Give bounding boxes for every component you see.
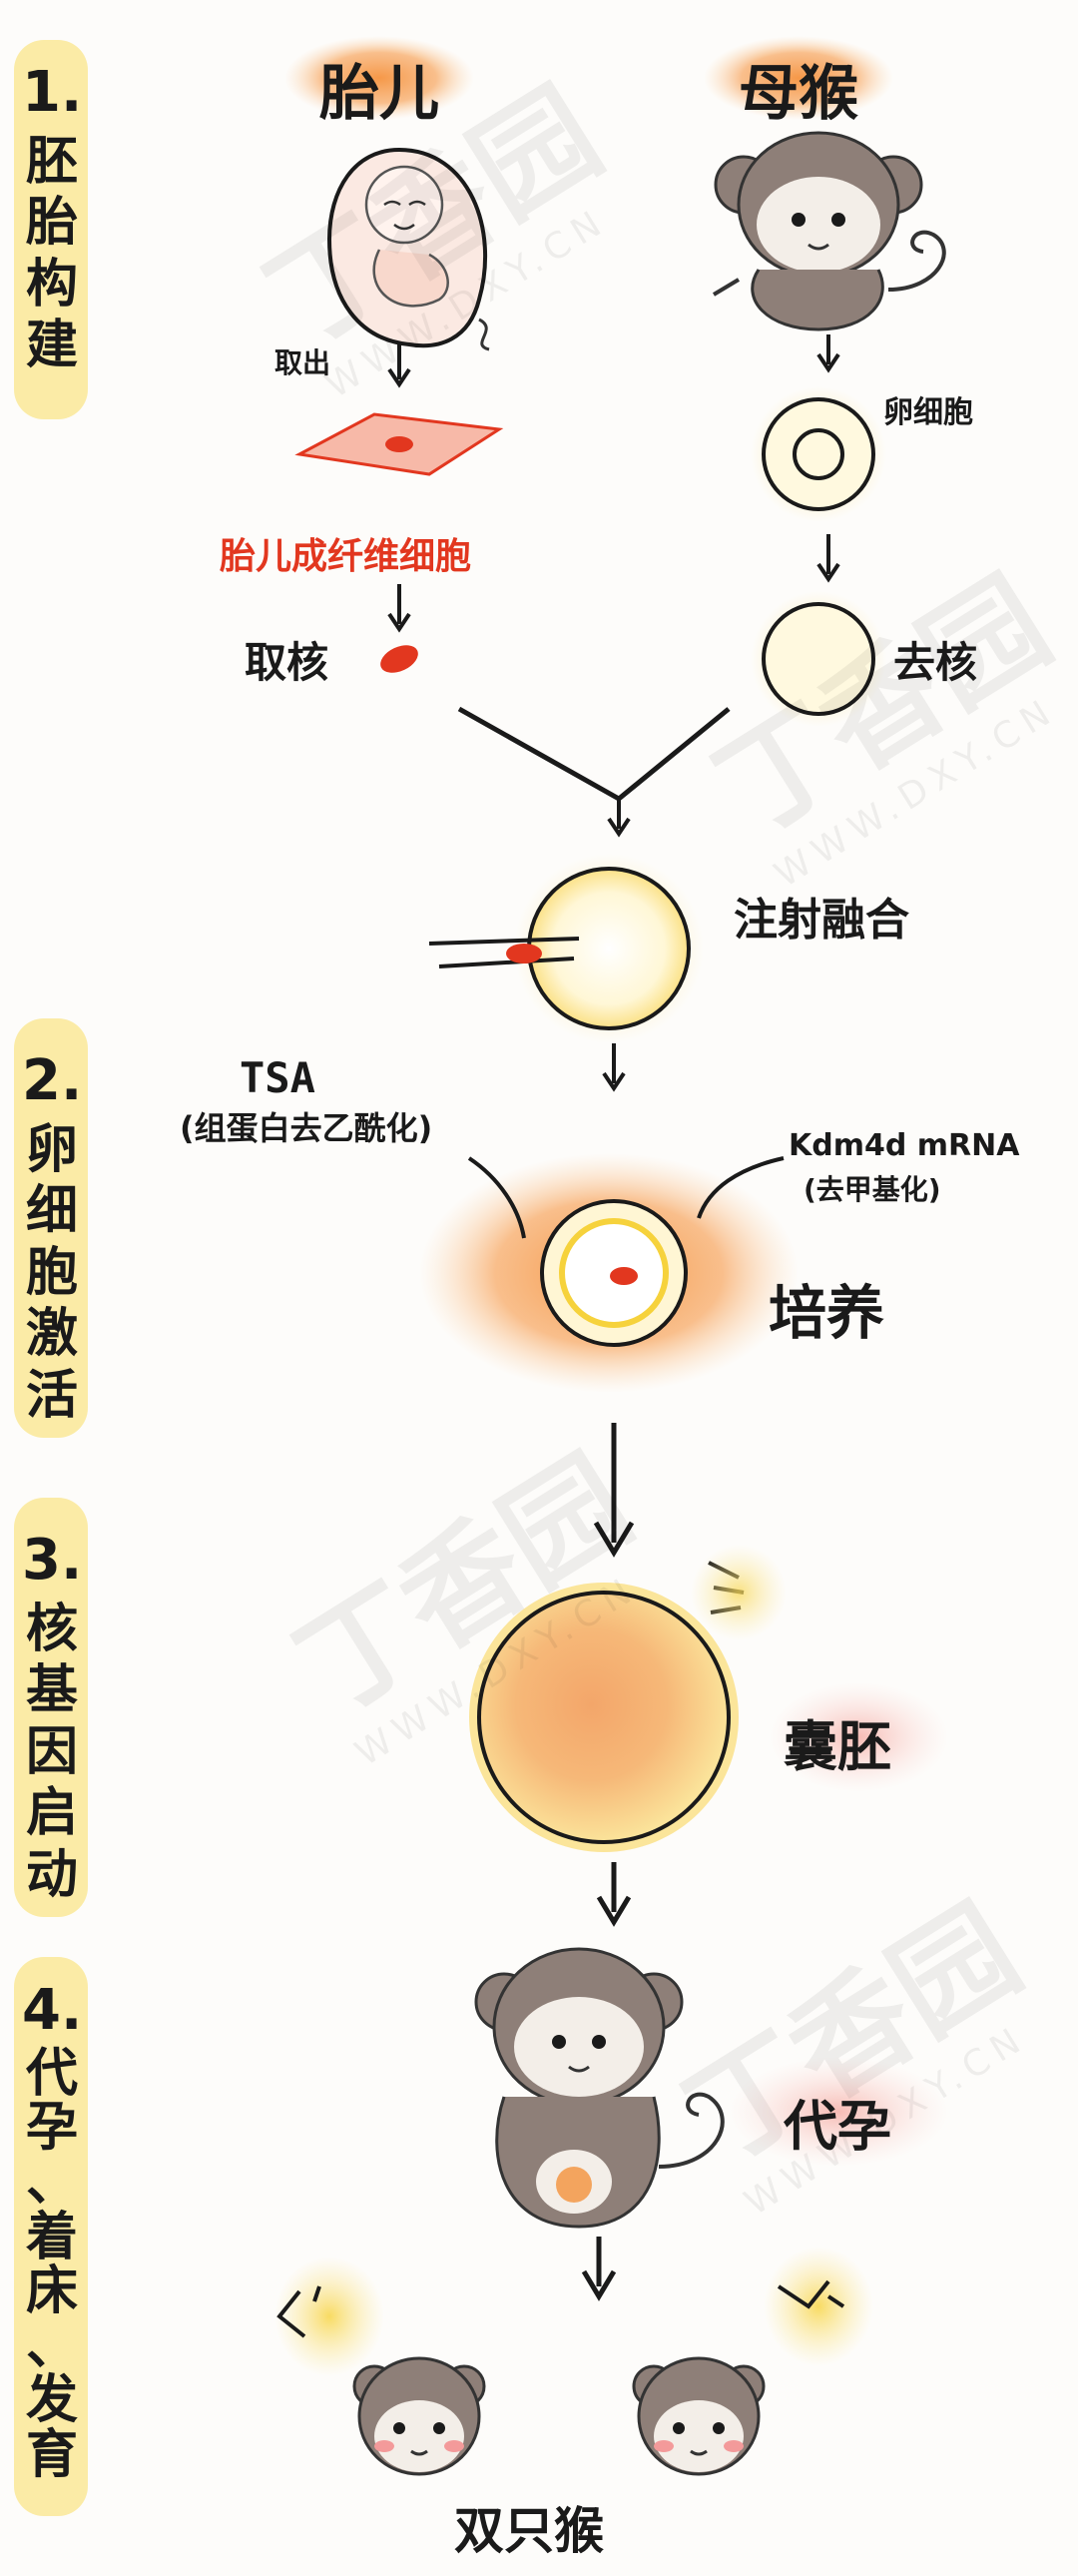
arrow-surrogate bbox=[581, 2237, 617, 2301]
label-surrogate: 代孕 bbox=[784, 2095, 891, 2158]
label-take-nucleus: 取核 bbox=[245, 638, 329, 687]
label-oocyte: 卵细胞 bbox=[883, 395, 973, 430]
culture-dish bbox=[419, 1153, 799, 1393]
step-number: 1. bbox=[22, 60, 83, 125]
label-tsa-note: (组蛋白去乙酰化) bbox=[180, 1109, 433, 1147]
donor-nucleus bbox=[380, 645, 418, 673]
mother-monkey bbox=[712, 131, 946, 331]
culture-label-blob bbox=[769, 1682, 948, 1792]
twin-monkey-left bbox=[274, 2256, 486, 2476]
label-blastocyst: 囊胚 bbox=[784, 1715, 891, 1778]
twin-monkey-right bbox=[632, 2247, 873, 2476]
arrow-culture bbox=[593, 1423, 635, 1558]
blastocyst bbox=[469, 1545, 787, 1852]
merge-arrow bbox=[457, 706, 731, 838]
arrow-mother-2 bbox=[816, 534, 840, 583]
mother-header-blob bbox=[704, 36, 893, 120]
column-header-fetus: 胎儿 bbox=[319, 59, 439, 129]
step-strips bbox=[14, 40, 88, 2516]
arrow-mother-1 bbox=[816, 334, 840, 373]
arrow-fetus-1 bbox=[387, 344, 411, 388]
label-culture: 培养 bbox=[769, 1279, 885, 1347]
step-number: 4. bbox=[22, 1978, 83, 2043]
enucleated-oocyte bbox=[751, 591, 886, 727]
arrow-fetus-2 bbox=[387, 584, 411, 633]
label-kdm-note: (去甲基化) bbox=[804, 1173, 941, 1206]
step-2: 2. 卵 细 胞 激 活 bbox=[22, 1048, 83, 1426]
label-tsa: TSA bbox=[240, 1053, 315, 1102]
step-number: 3. bbox=[22, 1528, 83, 1593]
injection-fusion bbox=[428, 854, 704, 1043]
label-twins: 双只猴 bbox=[454, 2502, 604, 2560]
fibroblast-cell bbox=[294, 412, 504, 476]
arrow-fusion bbox=[602, 1043, 626, 1092]
label-fibroblast: 胎儿成纤维细胞 bbox=[220, 536, 472, 577]
arrow-blastocyst bbox=[596, 1862, 632, 1927]
step-3: 3. 核 基 因 启 动 bbox=[22, 1528, 83, 1905]
label-enucleate: 去核 bbox=[893, 638, 978, 687]
column-header-mother: 母猴 bbox=[739, 59, 858, 129]
surrogate-monkey bbox=[474, 1947, 725, 2229]
fetus-header-blob bbox=[284, 36, 474, 120]
fetus-in-womb bbox=[326, 147, 490, 351]
oocyte bbox=[751, 386, 886, 522]
step-4: 4. 代 孕 、 着 床 、 发 育 bbox=[22, 1978, 83, 2485]
label-kdm: Kdm4d mRNA bbox=[789, 1128, 1020, 1163]
label-take-out: 取出 bbox=[274, 346, 331, 379]
label-inject-fuse: 注射融合 bbox=[734, 895, 909, 946]
step-1: 1. 胚 胎 构 建 bbox=[22, 60, 83, 376]
surrogate-label-blob bbox=[729, 2057, 948, 2167]
step-number: 2. bbox=[22, 1048, 83, 1113]
